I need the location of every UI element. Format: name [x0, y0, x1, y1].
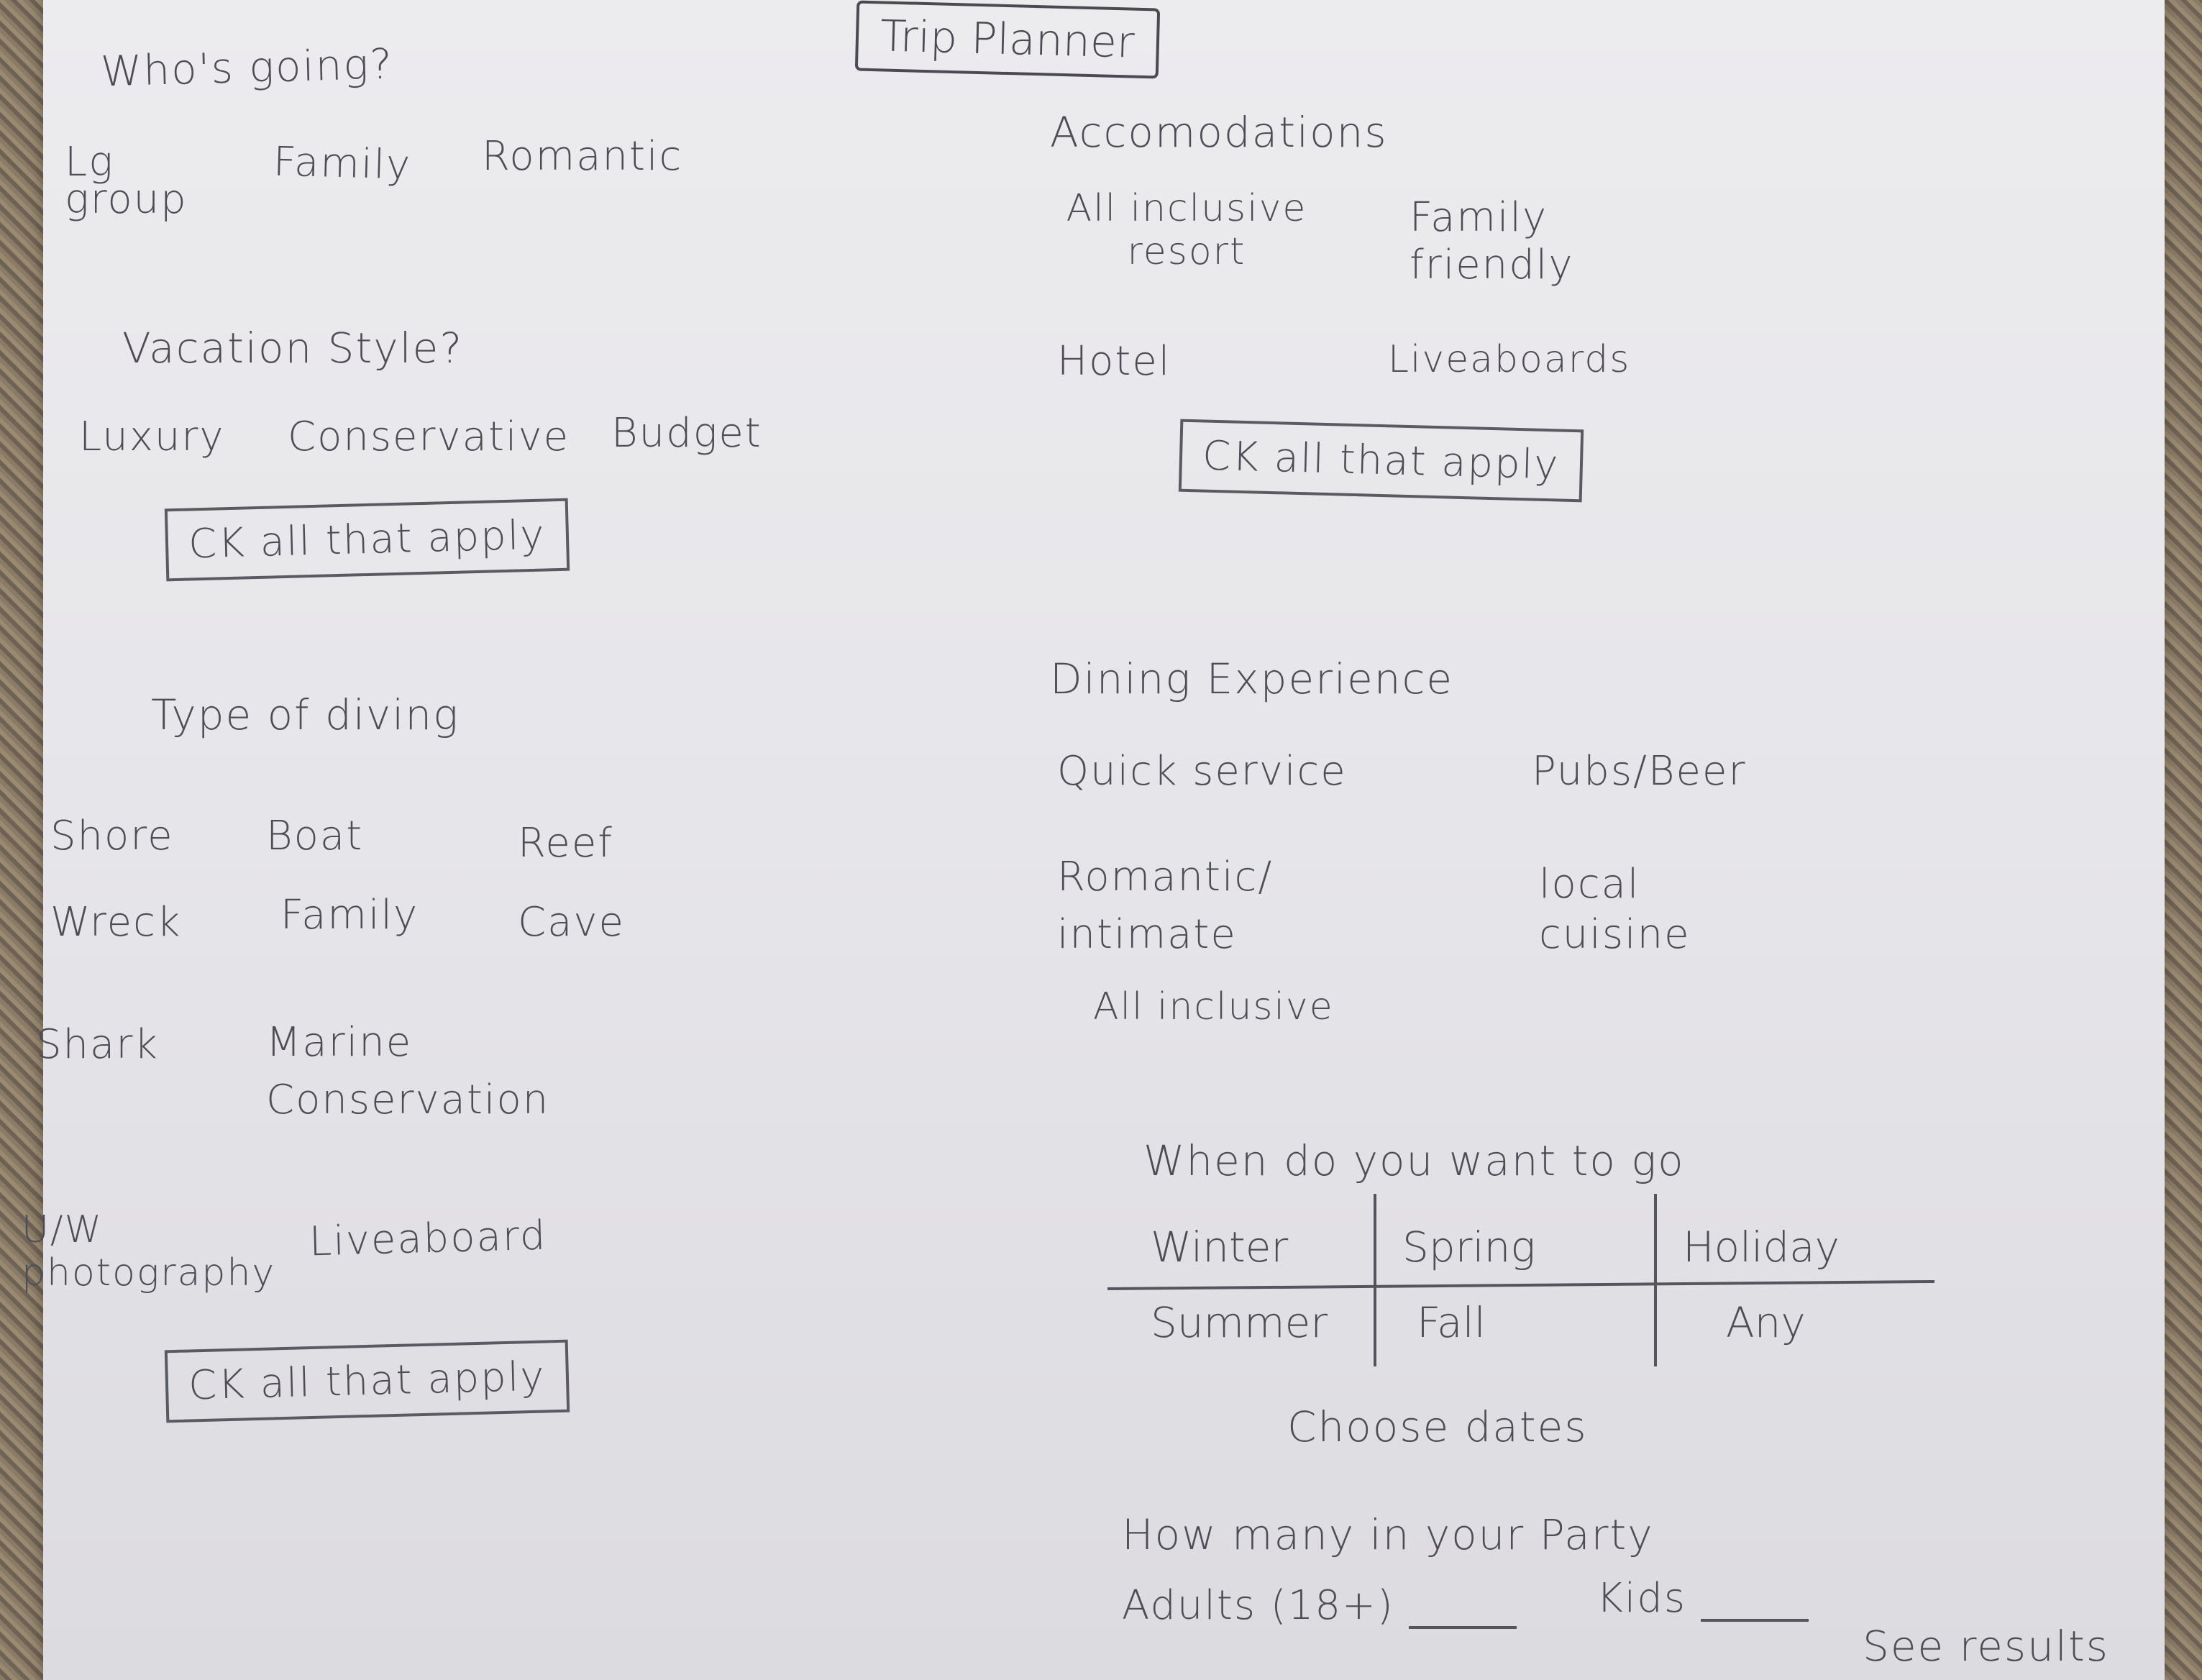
season-grid-column-divider-2 [1654, 1194, 1657, 1366]
option-hotel[interactable]: Hotel [1057, 338, 1171, 385]
season-fall[interactable]: Fall [1417, 1298, 1486, 1347]
sketch-paper: Trip Planner Who's going? Lg group Famil… [22, 0, 2165, 1680]
vacation-style-check-all-box: CK all that apply [164, 498, 570, 582]
see-results-button[interactable]: See results [1863, 1622, 2109, 1671]
option-liveaboard[interactable]: Liveaboard [309, 1212, 548, 1266]
vacation-style-question: Vacation Style? [122, 324, 464, 373]
kids-count-input[interactable] [1701, 1590, 1809, 1622]
page-title: Trip Planner [854, 0, 1160, 79]
option-conservative[interactable]: Conservative [288, 414, 570, 460]
accommodations-check-all-box: CK all that apply [1178, 419, 1584, 503]
when-question: When do you want to go [1143, 1136, 1685, 1185]
option-marine-conservation[interactable]: Marine Conservation [266, 1019, 550, 1123]
season-grid: Winter Spring Holiday Summer Fall Any [1107, 1194, 1934, 1374]
diving-type-question: Type of diving [151, 690, 460, 739]
adults-row: Adults (18+) [1122, 1582, 1517, 1629]
option-family[interactable]: Family [273, 138, 413, 189]
option-all-inclusive-resort[interactable]: All inclusive resort [1066, 187, 1307, 273]
option-liveaboards[interactable]: Liveaboards [1388, 338, 1631, 381]
kids-label: Kids [1596, 1575, 1687, 1622]
party-question: How many in your Party [1122, 1510, 1654, 1559]
season-grid-column-divider-1 [1374, 1194, 1376, 1366]
option-budget[interactable]: Budget [611, 410, 762, 457]
option-reef[interactable]: Reef [518, 820, 614, 867]
option-shore[interactable]: Shore [50, 813, 174, 859]
whos-going-question: Who's going? [100, 39, 394, 96]
adults-label: Adults (18+) [1122, 1582, 1394, 1629]
season-any[interactable]: Any [1726, 1298, 1806, 1347]
dining-question: Dining Experience [1050, 654, 1454, 703]
option-romantic-intimate[interactable]: Romantic/ intimate [1057, 854, 1274, 958]
option-shark[interactable]: Shark [36, 1021, 159, 1068]
option-luxury[interactable]: Luxury [79, 414, 225, 460]
option-uw-photography[interactable]: U/W photography [22, 1208, 276, 1295]
option-boat[interactable]: Boat [266, 813, 364, 859]
option-family-friendly[interactable]: Family friendly [1410, 194, 1574, 288]
option-quick-service[interactable]: Quick service [1057, 748, 1347, 795]
accommodations-question: Accomodations [1050, 108, 1388, 157]
diving-check-all-box: CK all that apply [164, 1339, 570, 1423]
kids-row: Kids [1596, 1575, 1809, 1622]
season-holiday[interactable]: Holiday [1683, 1223, 1840, 1272]
option-family-diving[interactable]: Family [280, 892, 419, 939]
season-winter[interactable]: Winter [1151, 1223, 1289, 1272]
season-grid-divider [1107, 1279, 1934, 1291]
adults-count-input[interactable] [1408, 1597, 1517, 1629]
option-cave[interactable]: Cave [518, 899, 626, 946]
option-wreck[interactable]: Wreck [50, 899, 182, 946]
option-pubs-beer[interactable]: Pubs/Beer [1532, 748, 1747, 795]
option-lg-group[interactable]: Lg group [65, 139, 188, 223]
option-all-inclusive-dining[interactable]: All inclusive [1093, 985, 1334, 1028]
season-summer[interactable]: Summer [1151, 1298, 1328, 1347]
option-romantic[interactable]: Romantic [482, 133, 683, 180]
option-local-cuisine[interactable]: local cuisine [1539, 861, 1691, 958]
season-spring[interactable]: Spring [1402, 1223, 1536, 1272]
choose-dates-link[interactable]: Choose dates [1287, 1402, 1588, 1451]
